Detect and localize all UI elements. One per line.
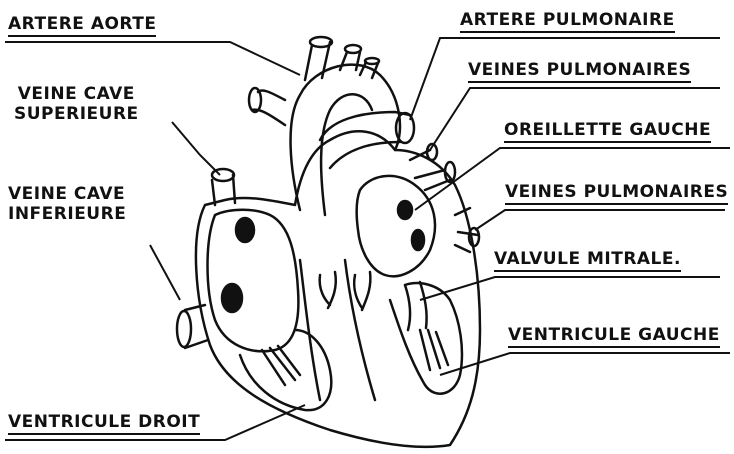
leader-veine-cave-inf (150, 245, 180, 300)
leader-veines-pulm-mid (475, 210, 725, 230)
aorta-branch-1-cap (310, 37, 332, 47)
left-atrium-opening (398, 201, 412, 219)
left-atrium (357, 176, 435, 276)
septum (300, 260, 320, 400)
mitral-valve (405, 282, 427, 330)
leader-vent-gauche (440, 353, 730, 375)
aorta-arch (291, 65, 400, 210)
papillary-left (420, 330, 448, 370)
atrium-opening-1 (236, 218, 254, 242)
atrium-opening-2 (222, 284, 242, 312)
label-artere-aorte: ARTERE AORTE (8, 14, 156, 37)
valve-leaflets (320, 272, 371, 310)
label-oreillette-gauche: OREILLETTE GAUCHE (504, 120, 711, 143)
ivc-cap (177, 311, 191, 347)
label-valvule-mitrale: VALVULE MITRALE. (494, 249, 681, 272)
right-ventricle (240, 330, 331, 410)
leader-artere-aorte (5, 42, 300, 75)
aorta-branch-2-cap (345, 45, 361, 53)
superior-vena-cava (252, 90, 285, 125)
left-atrium-opening-2 (412, 230, 424, 250)
label-veines-pulmonaires-mid: VEINES PULMONAIRES (505, 182, 728, 205)
label-veine-cave-superieure: VEINE CAVE SUPERIEURE (14, 84, 139, 124)
label-ventricule-droit: VENTRICULE DROIT (8, 412, 200, 435)
left-ventricle (390, 283, 462, 394)
label-ventricule-gauche: VENTRICULE GAUCHE (508, 325, 720, 348)
label-artere-pulmonaire: ARTERE PULMONAIRE (460, 10, 675, 33)
aorta-branch-3-cap (365, 58, 379, 64)
leader-veine-cave-sup (172, 122, 220, 175)
leader-valvule (420, 277, 720, 300)
aorta-branch-2 (340, 52, 360, 70)
label-veines-pulmonaires-top: VEINES PULMONAIRES (468, 60, 691, 83)
label-veine-cave-inferieure: VEINE CAVE INFERIEURE (8, 184, 126, 224)
svc-cap (249, 88, 261, 112)
